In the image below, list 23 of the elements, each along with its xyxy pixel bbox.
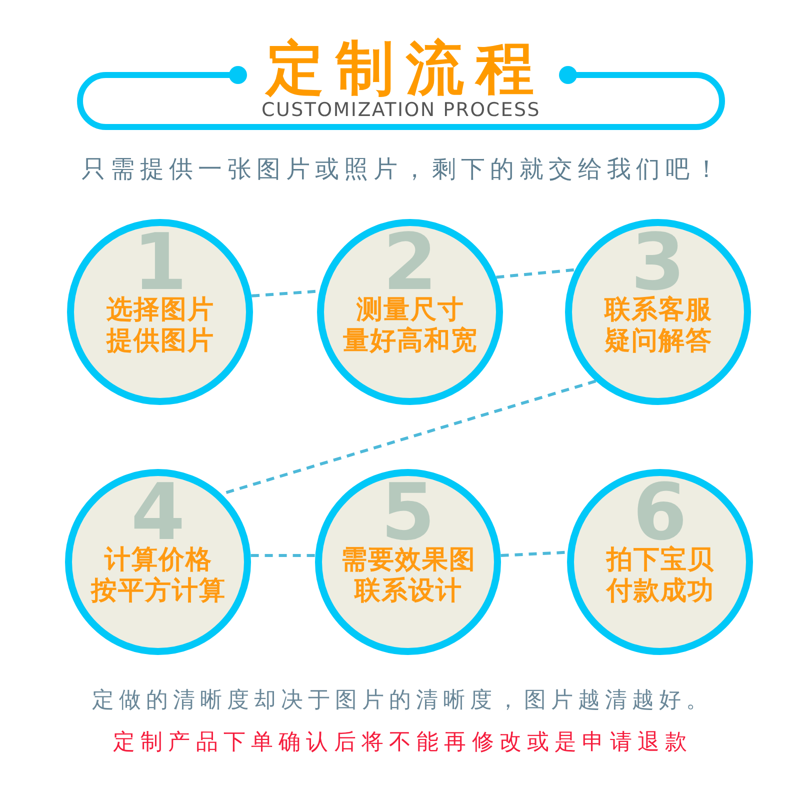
- step-text: 计算价格: [104, 545, 212, 575]
- step-text: 提供图片: [106, 326, 214, 356]
- subtitle: CUSTOMIZATION PROCESS: [262, 98, 540, 122]
- note-text: 定做的清晰度却决于图片的清晰度，图片越清越好。: [91, 686, 713, 715]
- step-text: 联系客服: [604, 295, 712, 325]
- step-text: 拍下宝贝: [606, 545, 714, 575]
- step-text: 需要效果图: [340, 545, 476, 575]
- step-text: 联系设计: [354, 576, 462, 606]
- note-text: 只需提供一张图片或照片，剩下的就交给我们吧！: [80, 154, 724, 186]
- step-number: 4: [130, 484, 186, 542]
- step-number: 1: [132, 234, 188, 292]
- step-text: 选择图片: [106, 295, 214, 325]
- step-text: 量好高和宽: [342, 326, 478, 356]
- title: 定制流程: [264, 36, 546, 100]
- note-text: 定制产品下单确认后将不能再修改或是申请退款: [112, 728, 693, 757]
- step-text: 疑问解答: [604, 326, 712, 356]
- step-text: 按平方计算: [90, 576, 226, 606]
- dashed-connector: [500, 550, 568, 557]
- step-text: 测量尺寸: [356, 295, 464, 325]
- step-number: 5: [380, 484, 436, 542]
- dashed-connector: [496, 268, 576, 279]
- dashed-connector: [250, 554, 316, 557]
- step-text: 付款成功: [606, 576, 714, 606]
